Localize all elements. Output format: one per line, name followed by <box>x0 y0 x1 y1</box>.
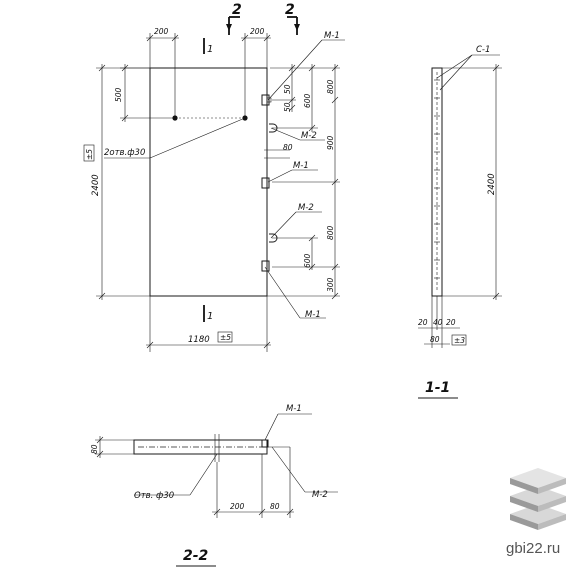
section-2-marker-right: 2 <box>285 2 300 35</box>
section-1-1: С-1 2400 20 40 20 80 ±3 1-1 <box>418 45 502 399</box>
watermark-logo-icon <box>510 468 566 530</box>
section-1-marker-bottom: 1 <box>203 305 213 322</box>
holes-label: 2отв.ф30 <box>104 148 145 158</box>
section-1-1-title: 1-1 <box>425 380 450 396</box>
section-2-2-title: 2-2 <box>183 548 208 564</box>
section-1-label-bottom: 1 <box>207 311 213 322</box>
dim-2400: 2400 ±5 <box>83 64 150 300</box>
dim-2400-text: 2400 <box>91 174 101 196</box>
label-m2-a: М-2 <box>301 131 317 141</box>
label-m1-c: М-1 <box>305 310 321 320</box>
section-1-1-tol: ±3 <box>454 336 465 345</box>
watermark: gbi22.ru <box>506 468 566 557</box>
label-c1: С-1 <box>476 45 490 55</box>
dim-800-mid-text: 800 <box>326 225 335 240</box>
part-m1-mid <box>261 177 270 189</box>
section-1-1-dim-80: 80 <box>430 335 440 344</box>
label-m1-a: М-1 <box>324 31 340 41</box>
dim-1180: 1180 ±5 <box>146 296 271 352</box>
section-1-1-dim-40: 40 <box>433 318 443 327</box>
dim-200-left: 200 <box>146 27 179 118</box>
dim-900-text: 900 <box>326 135 335 150</box>
dim-600-bot-text: 600 <box>303 253 312 268</box>
dims-right-middle: 600 800 900 800 300 600 <box>267 64 340 300</box>
section-1-label-top: 1 <box>207 44 213 55</box>
tol-left-text: ±5 <box>85 149 94 160</box>
embedded-parts <box>261 94 290 272</box>
dim-50-a-text: 50 <box>283 84 292 94</box>
section-2-marker-left: 2 <box>226 2 242 35</box>
section-2-2-dim-80-right: 80 <box>270 502 280 511</box>
tol-box-bottom <box>217 331 233 343</box>
section-2-2-label-m1: М-1 <box>286 404 302 414</box>
watermark-text: gbi22.ru <box>506 540 560 557</box>
dim-500-text: 500 <box>114 87 123 102</box>
section-2-2-dim-80-left: 80 <box>90 444 99 454</box>
section-2-2-dim-200: 200 <box>230 502 245 511</box>
section-1-marker-top: 1 <box>203 38 213 55</box>
dim-80-text: 80 <box>283 143 293 152</box>
section-1-1-dim-20-b: 20 <box>446 318 456 327</box>
label-m1-b: М-1 <box>293 161 309 171</box>
panel-outline <box>149 67 268 297</box>
front-view: 2 2 1 1 200 <box>83 2 345 352</box>
tol-bottom-text: ±5 <box>220 333 231 342</box>
tol-box-left <box>83 144 95 162</box>
dim-50-b-text: 50 <box>283 102 292 112</box>
label-m2-b: М-2 <box>298 203 314 213</box>
section-2-2-label-m2: М-2 <box>312 490 328 500</box>
dim-600-top-text: 600 <box>303 93 312 108</box>
dim-1180-text: 1180 <box>188 335 210 345</box>
m-labels: М-1 М-2 М-1 М-2 М-1 <box>264 31 345 320</box>
dim-300-text: 300 <box>326 277 335 292</box>
section-2-label-left: 2 <box>232 2 242 18</box>
section-2-2-holes-label: Отв. ф30 <box>134 491 174 501</box>
section-1-1-dim-20-a: 20 <box>418 318 428 327</box>
dim-200-left-text: 200 <box>154 27 169 36</box>
section-2-label-right: 2 <box>285 2 295 18</box>
section-2-2: 80 М-1 М-2 Отв. ф30 200 80 2-2 <box>90 404 338 567</box>
dim-200-right: 200 <box>241 27 271 118</box>
dim-800-top-text: 800 <box>326 79 335 94</box>
part-m1-bottom <box>261 260 270 272</box>
dim-200-right-text: 200 <box>250 27 265 36</box>
part-m1-top <box>261 94 270 106</box>
holes-leader <box>149 117 246 159</box>
dims-right-inner: 50 50 <box>270 64 340 112</box>
dim-500: 500 <box>114 64 150 122</box>
rebar-ticks <box>434 79 440 279</box>
section-1-1-dim-2400: 2400 <box>487 173 497 195</box>
